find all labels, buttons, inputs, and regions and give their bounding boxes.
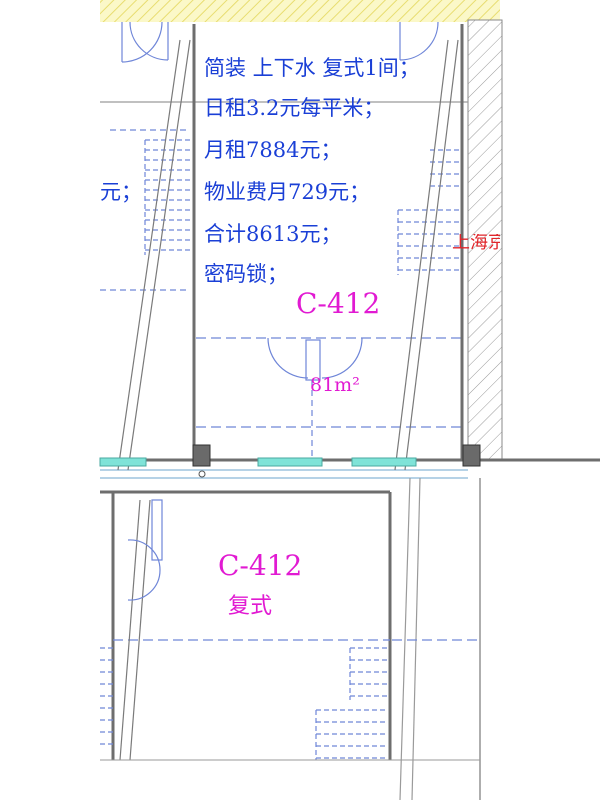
blueprint-lines-upper (100, 101, 468, 479)
left-edge-fragment: 元； (100, 180, 142, 204)
right-edge-fragment: 上海京 (452, 234, 500, 252)
note-line-decoration: 简装 上下水 复式1间； (204, 56, 420, 80)
lower-unit-code: C-412 (218, 549, 303, 582)
lower-unit-label: 复式 (228, 594, 273, 619)
columns (192, 444, 481, 467)
note-line-total: 合计8613元； (204, 222, 342, 246)
lower-unit-walls (100, 490, 392, 760)
right-hatched-wall (467, 19, 503, 461)
stairs-right-upper (397, 149, 462, 275)
upper-unit-code: C-412 (296, 287, 381, 320)
stairs-right-lower (315, 647, 388, 760)
upper-unit-area: 81m² (310, 374, 360, 396)
note-line-monthly-rent: 月租7884元； (204, 138, 342, 162)
diagonal-lines (117, 39, 459, 471)
upper-unit-walls (100, 24, 600, 462)
note-line-property-fee: 物业费月729元； (204, 180, 371, 204)
note-line-daily-rent: 日租3.2元每平米； (204, 96, 385, 120)
door-swings-top (121, 21, 439, 63)
door-swing-upper (267, 337, 363, 460)
note-line-lock: 密码锁； (204, 262, 288, 286)
stairs-left-upper (144, 139, 190, 255)
blueprint-lines-lower (113, 477, 481, 800)
stairs-left-lower (100, 647, 113, 745)
window-glass (99, 457, 417, 467)
top-hatch-strip (100, 0, 500, 22)
